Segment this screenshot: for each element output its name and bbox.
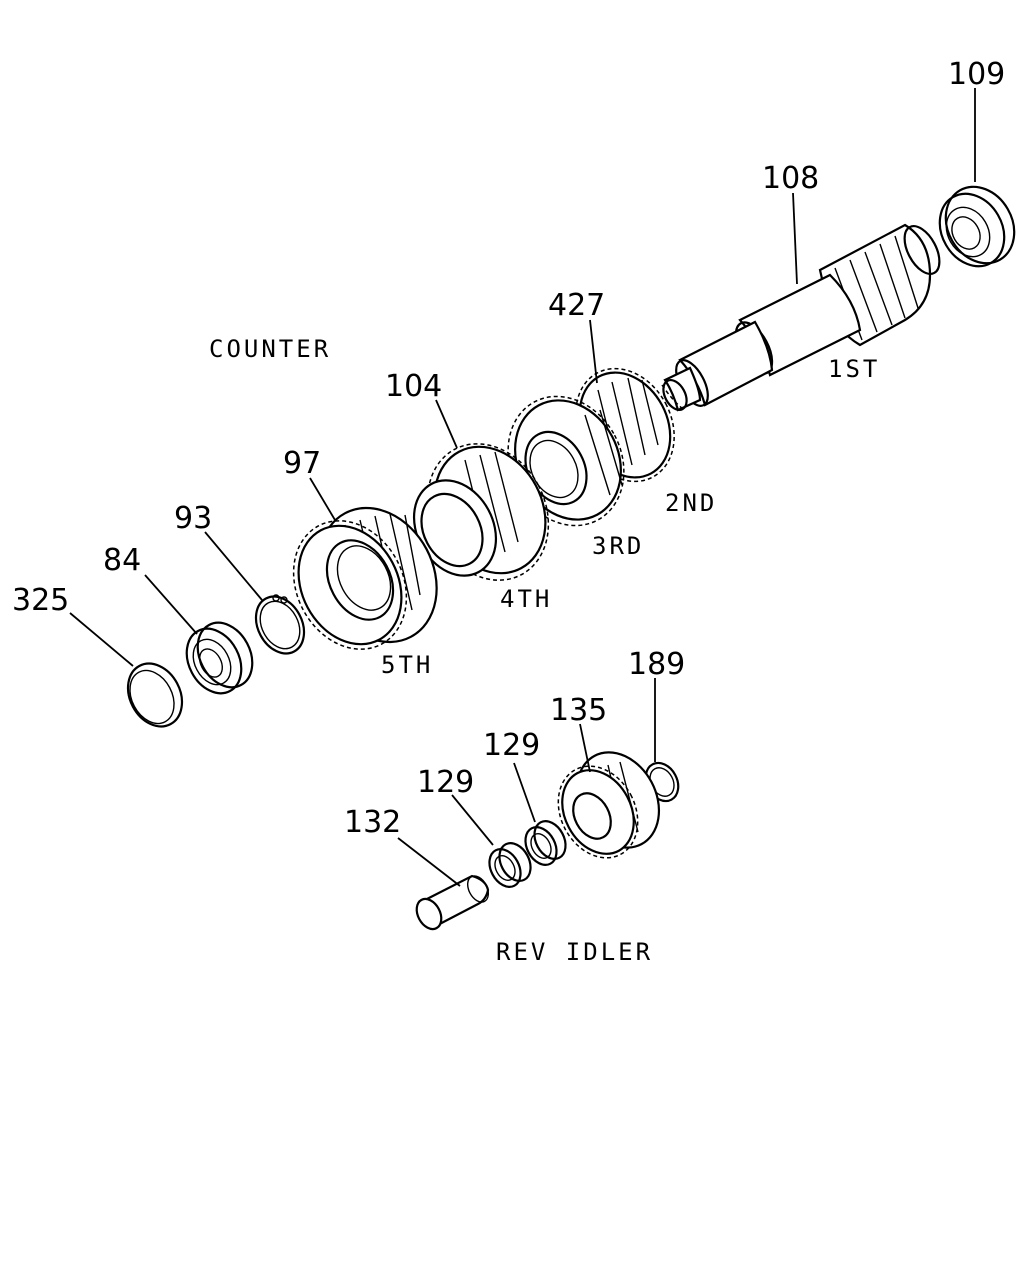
label-counter: COUNTER [209, 335, 331, 363]
leader-97 [309, 477, 336, 521]
callout-97: 97 [283, 446, 321, 481]
part-325-ring [126, 662, 184, 728]
part-129-needle-bearing-upper [524, 820, 567, 866]
label-2nd: 2ND [665, 489, 717, 517]
callout-93: 93 [174, 501, 212, 536]
leader-427 [589, 319, 598, 384]
label-1st: 1ST [828, 355, 880, 383]
leader-135 [579, 723, 591, 773]
part-84-bearing [185, 621, 254, 695]
leader-129-upper [513, 762, 536, 823]
callout-129-lower: 129 [417, 765, 474, 800]
label-4th: 4TH [500, 585, 552, 613]
leader-325 [69, 612, 134, 667]
part-104-4th-gear [412, 443, 550, 581]
callout-325: 325 [12, 583, 69, 618]
callout-104: 104 [385, 369, 442, 404]
leader-132 [397, 837, 461, 887]
callout-109: 109 [948, 57, 1005, 92]
callout-132: 132 [344, 805, 401, 840]
leader-104 [435, 399, 458, 449]
callout-129-upper: 129 [483, 728, 540, 763]
part-97-5th-gear [292, 506, 438, 650]
leader-93 [204, 531, 263, 601]
leader-84 [144, 574, 198, 635]
label-rev-idler: REV IDLER [496, 938, 653, 966]
callout-135: 135 [550, 693, 607, 728]
callout-189: 189 [628, 647, 685, 682]
callout-108: 108 [762, 161, 819, 196]
callout-427: 427 [548, 288, 605, 323]
part-109-bearing [938, 185, 1016, 268]
leader-108 [792, 192, 798, 285]
part-132-idler-shaft [415, 874, 490, 931]
label-3rd: 3RD [592, 532, 644, 560]
part-93-snap-ring [254, 594, 306, 655]
leader-129-lower [451, 794, 494, 846]
part-135-idler-gear [557, 751, 661, 859]
label-5th: 5TH [381, 651, 433, 679]
part-129-needle-bearing-lower [488, 842, 532, 888]
callout-84: 84 [103, 543, 141, 578]
part-108-countershaft [661, 223, 941, 412]
